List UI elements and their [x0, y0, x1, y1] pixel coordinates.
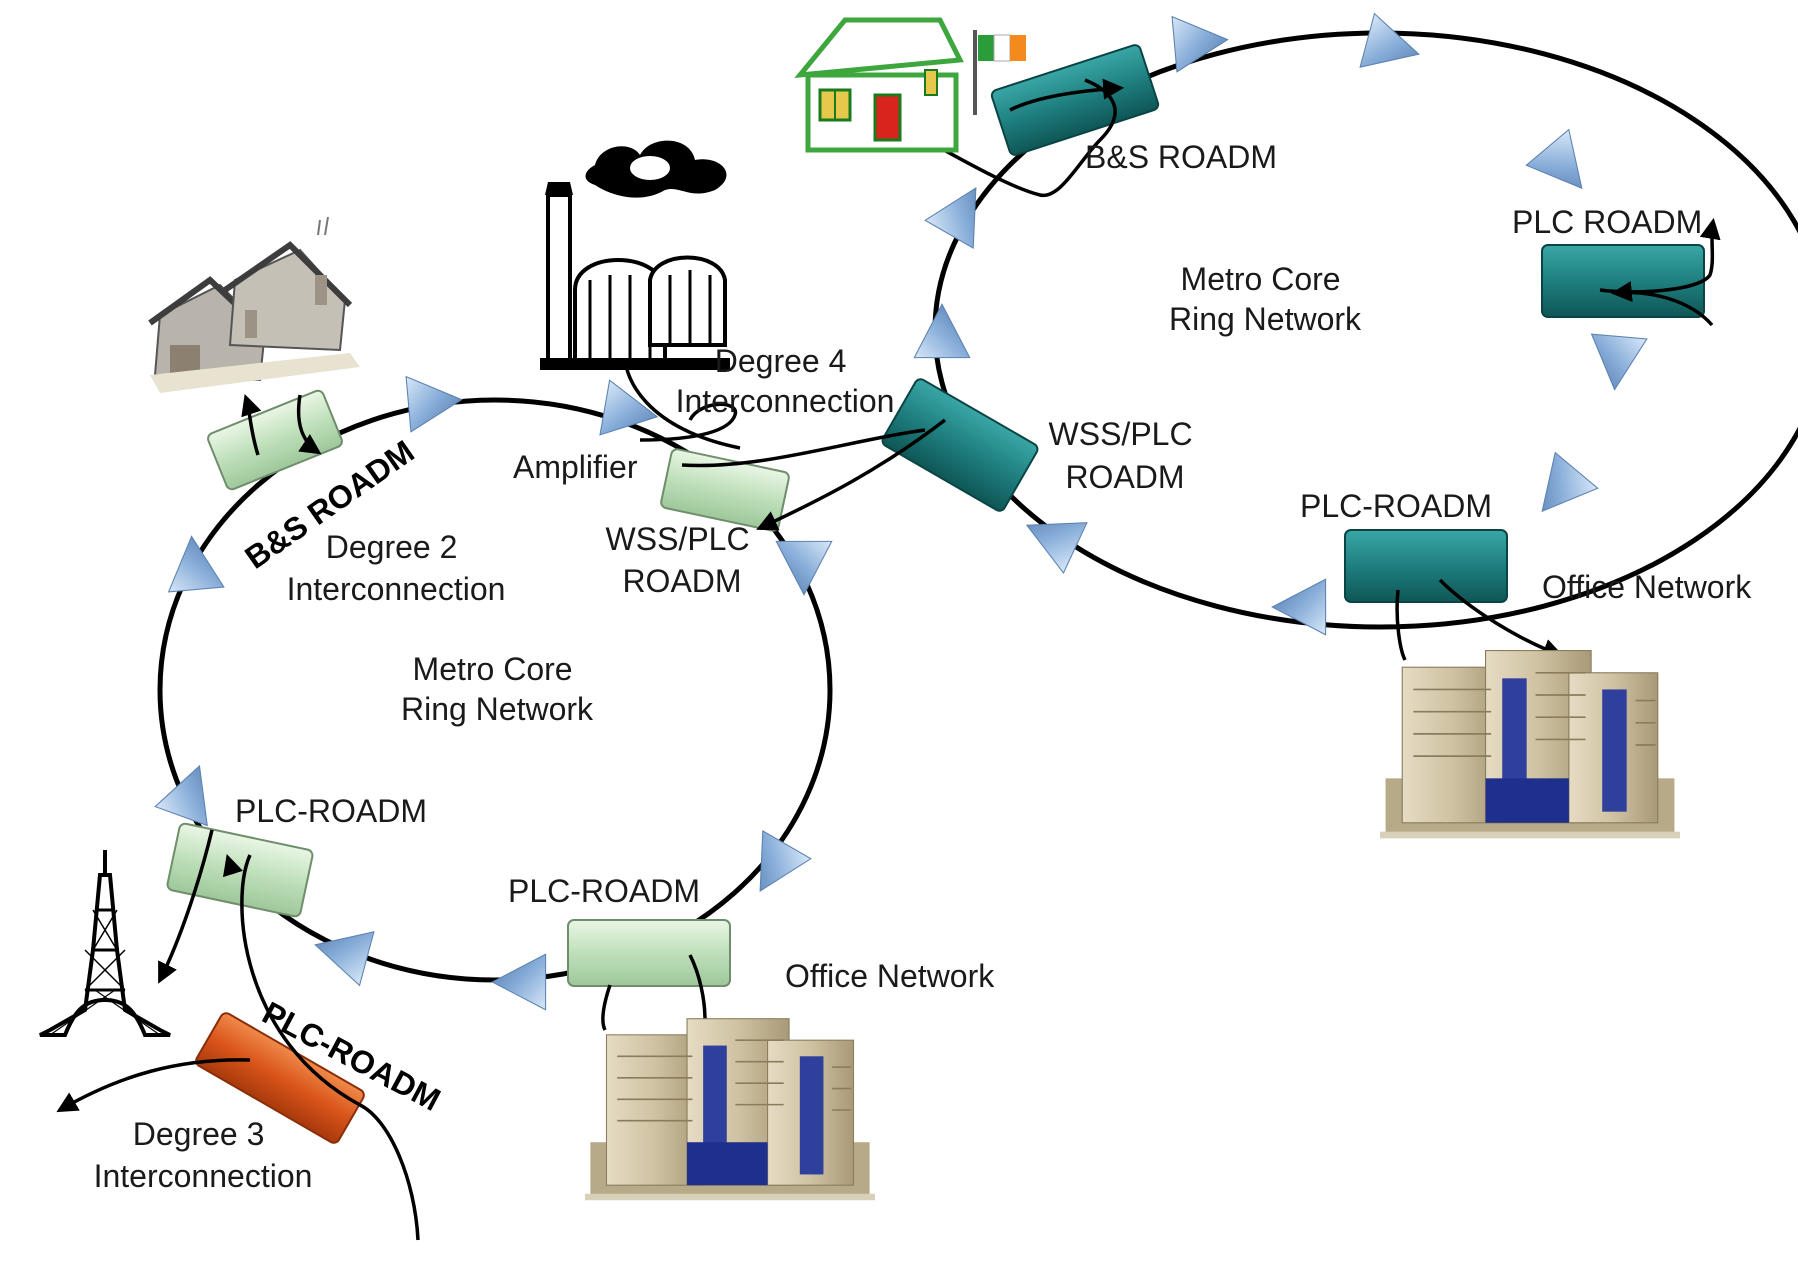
degree3-label: Degree 3 Interconnection: [94, 1116, 313, 1194]
amplifier-icon: [307, 917, 375, 986]
amplifier-icon: [735, 830, 812, 906]
wss-right-label: WSS/PLC ROADM: [1049, 416, 1202, 495]
plc-roadm-right-label: PLC-ROADM: [1300, 488, 1492, 524]
roadm-plc-top-right: [1541, 244, 1705, 318]
amplifier-icon: [1586, 333, 1648, 393]
plc-roadm-left-label: PLC-ROADM: [235, 793, 427, 829]
amplifier-icon: [913, 303, 971, 359]
roadm-plc-right: [1344, 529, 1508, 603]
degree4-label: Degree 4 Interconnection: [676, 343, 895, 419]
amplifier-icon: [491, 953, 547, 1011]
amplifier-icon: [154, 755, 227, 827]
roadm-bs-right: [990, 44, 1160, 156]
bs-roadm-right-label: B&S ROADM: [1085, 139, 1277, 175]
roadm-bs-left: [207, 389, 343, 491]
amplifier-icon: [163, 533, 225, 593]
roadm-wss-left: [660, 448, 790, 532]
ring1-title: Metro Core Ring Network: [401, 651, 594, 727]
roadm-plc-bottom: [567, 919, 731, 987]
plc-roadm-bottom-label: PLC-ROADM: [508, 873, 700, 909]
plc-roadm-top-right-label: PLC ROADM: [1512, 204, 1702, 240]
fibers: [56, 78, 1721, 1241]
amplifier-icon: [1271, 578, 1327, 636]
amplifier-icon: [405, 371, 465, 433]
eiffel-tower-icon: [39, 850, 171, 1037]
cottages-icon: [148, 216, 360, 393]
roadm-wss-right: [881, 378, 1039, 512]
office-building-icon: [585, 1017, 875, 1202]
factory-icon: [540, 140, 730, 370]
office-building-icon: [1380, 649, 1680, 840]
amplifier-icon: [775, 540, 833, 596]
amplifier-icon: [1171, 11, 1231, 73]
amplifier-icon: [1359, 13, 1427, 82]
house-with-flag-icon: [794, 17, 1026, 153]
office-network-right-label: Office Network: [1542, 569, 1752, 605]
ring2-title: Metro Core Ring Network: [1169, 261, 1362, 337]
office-network-left-label: Office Network: [785, 958, 995, 994]
degree2-label: Degree 2 Interconnection: [287, 529, 506, 607]
amplifier-icon: [1525, 129, 1604, 207]
amplifier-icon: [1520, 452, 1599, 530]
amplifier-label: Amplifier: [513, 449, 638, 485]
roadm-plc-left: [166, 822, 314, 918]
wss-left-label: WSS/PLC ROADM: [606, 521, 759, 599]
